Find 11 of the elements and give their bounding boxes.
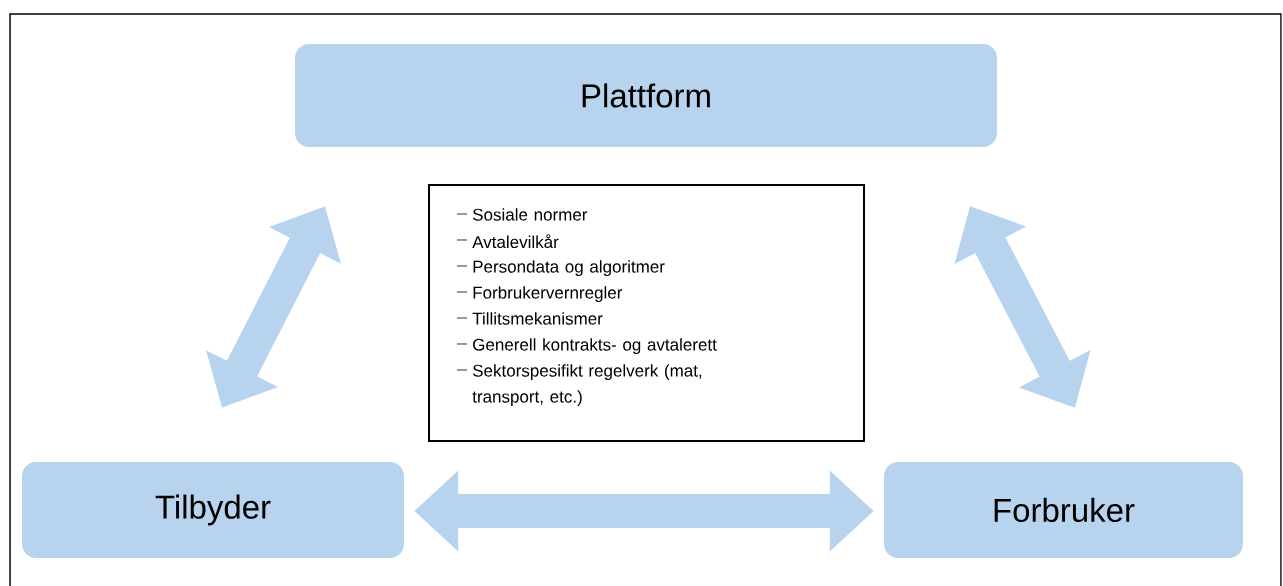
list-item: Sosiale normer xyxy=(456,208,588,221)
list-item: Generell kontrakts- og avtalerett xyxy=(456,338,717,355)
list-item: Forbrukervernregler xyxy=(456,286,623,303)
list-item: Persondata og algoritmer xyxy=(456,260,665,277)
list-item: Avtalevilkår xyxy=(456,234,559,249)
rounded-box: Tilbyder xyxy=(22,462,404,558)
text-box xyxy=(428,184,865,442)
list-item: Sektorspesifikt regelverk (mat, transport, etc.) xyxy=(456,364,702,407)
rounded-box: Forbruker xyxy=(884,462,1243,558)
rounded-box: Plattform xyxy=(295,44,997,147)
list-item: Tillitsmekanismer xyxy=(456,312,603,325)
